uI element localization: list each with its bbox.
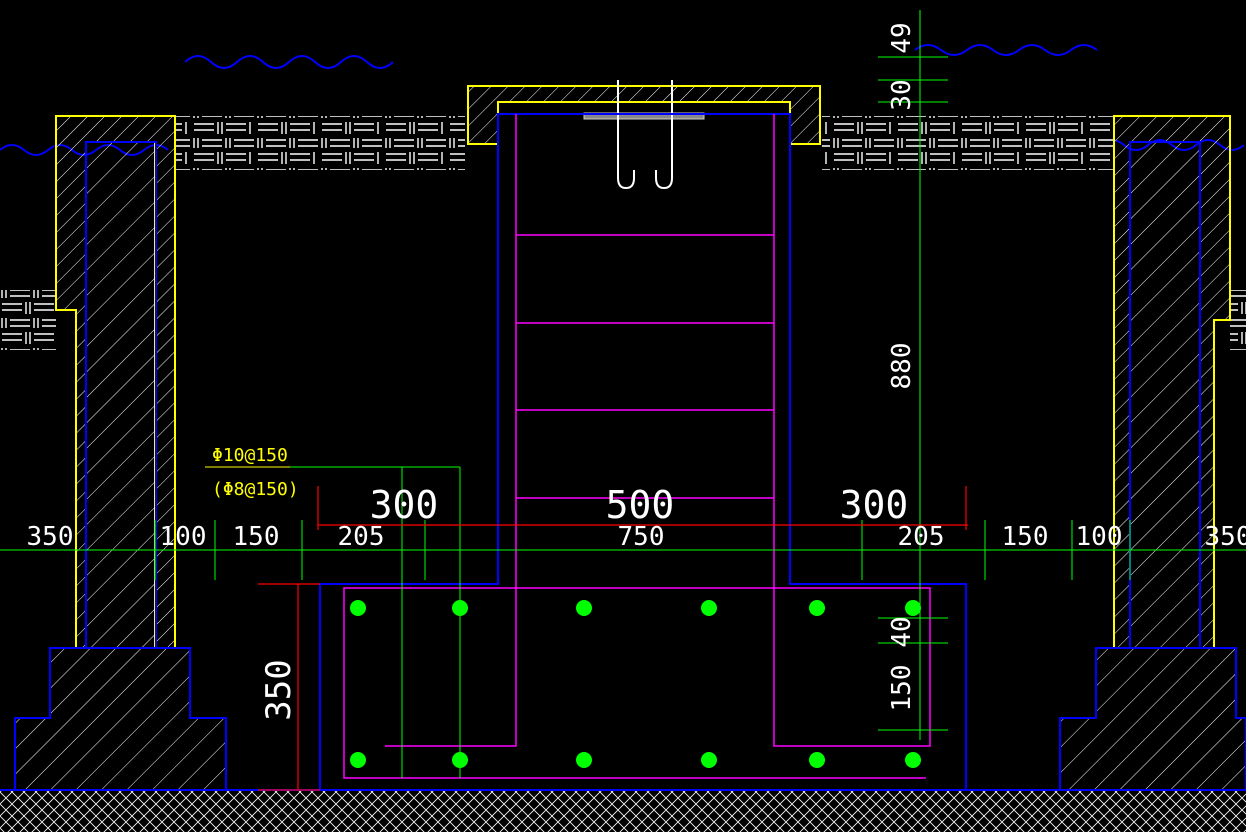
- dim-v350: 350: [259, 659, 299, 720]
- dim-l150: 150: [233, 522, 280, 552]
- shaft-outline: [319, 113, 967, 791]
- dim-r205: 205: [898, 522, 945, 552]
- dim-r150: 150: [1002, 522, 1049, 552]
- rebar-bars-top: [350, 600, 921, 616]
- paving-far-right: [1230, 290, 1246, 350]
- water-wave-icon: [184, 55, 394, 69]
- paving-left: [175, 116, 465, 170]
- paving-right: [822, 116, 1114, 170]
- dim-top-center: 500: [606, 483, 675, 527]
- dim-l100: 100: [160, 522, 207, 552]
- rebar-bars-bottom: [350, 752, 921, 768]
- dim-v150: 150: [887, 665, 917, 712]
- dim-top-right: 300: [840, 483, 909, 527]
- cover-slab: [467, 80, 821, 190]
- dim-l205: 205: [338, 522, 385, 552]
- rebar: [343, 114, 931, 779]
- dim-c750: 750: [618, 522, 665, 552]
- rebar-note-main: Φ10@150: [212, 445, 288, 466]
- dimension-lines: [0, 10, 1246, 778]
- dim-l350: 350: [27, 522, 74, 552]
- right-wall: [1059, 115, 1246, 791]
- dim-r350: 350: [1205, 522, 1246, 552]
- dimension-lines-red: [258, 486, 968, 791]
- paving-far-left: [0, 290, 56, 350]
- dim-top-left: 300: [370, 483, 439, 527]
- left-wall: [14, 115, 227, 791]
- lifting-handle-icon: [617, 80, 673, 190]
- dim-r100: 100: [1076, 522, 1123, 552]
- dim-v880: 880: [887, 343, 917, 390]
- dim-v49: 49: [887, 22, 917, 53]
- water-wave-icon: [914, 44, 1098, 56]
- rebar-note-secondary: (Φ8@150): [212, 479, 299, 500]
- ground-hatch-icon: [0, 790, 1246, 832]
- dim-v30: 30: [887, 79, 917, 110]
- dim-v40: 40: [887, 616, 917, 647]
